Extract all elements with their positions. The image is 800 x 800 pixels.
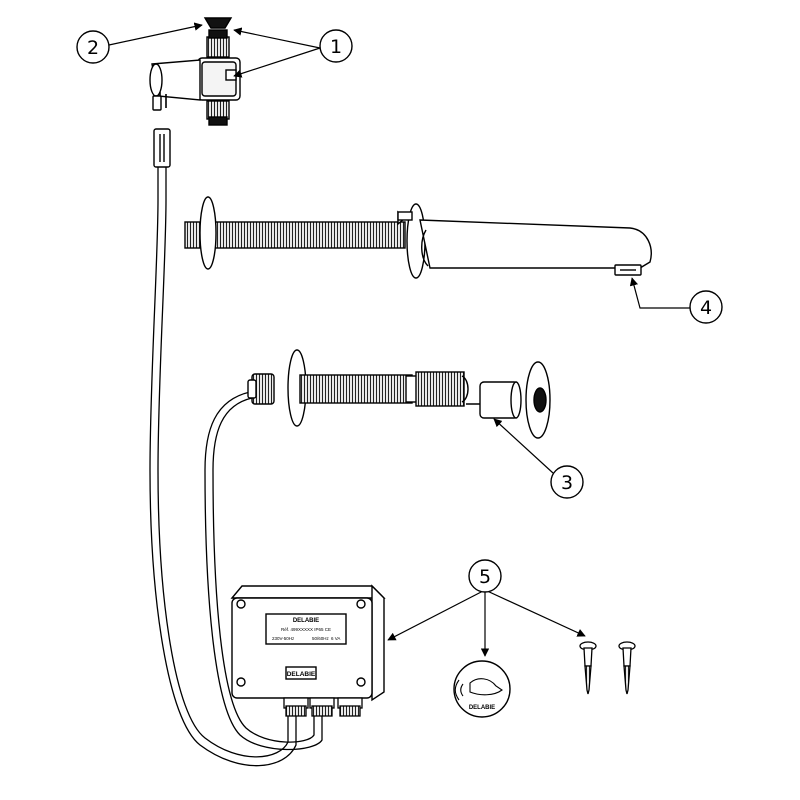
- valve-connector-plug: [153, 128, 171, 168]
- spout-assembly: [184, 196, 652, 279]
- box-logo-badge: DELABIE: [287, 671, 316, 678]
- box-frequency: 50/60Hz: [312, 636, 330, 641]
- screw-right: [618, 641, 636, 695]
- callout-3: 3: [550, 465, 584, 499]
- sensor-sticker: [453, 660, 511, 718]
- cable-glands: [283, 697, 363, 717]
- callout-leaders: [108, 22, 690, 657]
- box-brand-label: DELABIE: [293, 618, 319, 624]
- cables: [149, 167, 323, 767]
- svg-text:4: 4: [700, 297, 712, 319]
- box-power: 6 VA: [331, 636, 340, 641]
- box-spec-line: Réf. 499XXXXX IP65 CE: [281, 627, 331, 632]
- svg-text:2: 2: [87, 37, 99, 59]
- callout-2: 2: [76, 30, 110, 64]
- callout-1: 1: [319, 29, 353, 63]
- callout-5: 5: [468, 559, 502, 593]
- electronic-box: [230, 584, 386, 702]
- callout-4: 4: [689, 290, 723, 324]
- solenoid-valve: [149, 17, 241, 126]
- sticker-brand: DELABIE: [469, 705, 495, 711]
- svg-text:3: 3: [561, 472, 573, 494]
- svg-text:5: 5: [479, 566, 491, 588]
- box-voltage: 230V-50Hz: [272, 636, 295, 641]
- screw-left: [579, 641, 597, 695]
- svg-text:1: 1: [330, 36, 342, 58]
- sensor-assembly: [247, 349, 551, 439]
- filter-cap: [203, 17, 233, 29]
